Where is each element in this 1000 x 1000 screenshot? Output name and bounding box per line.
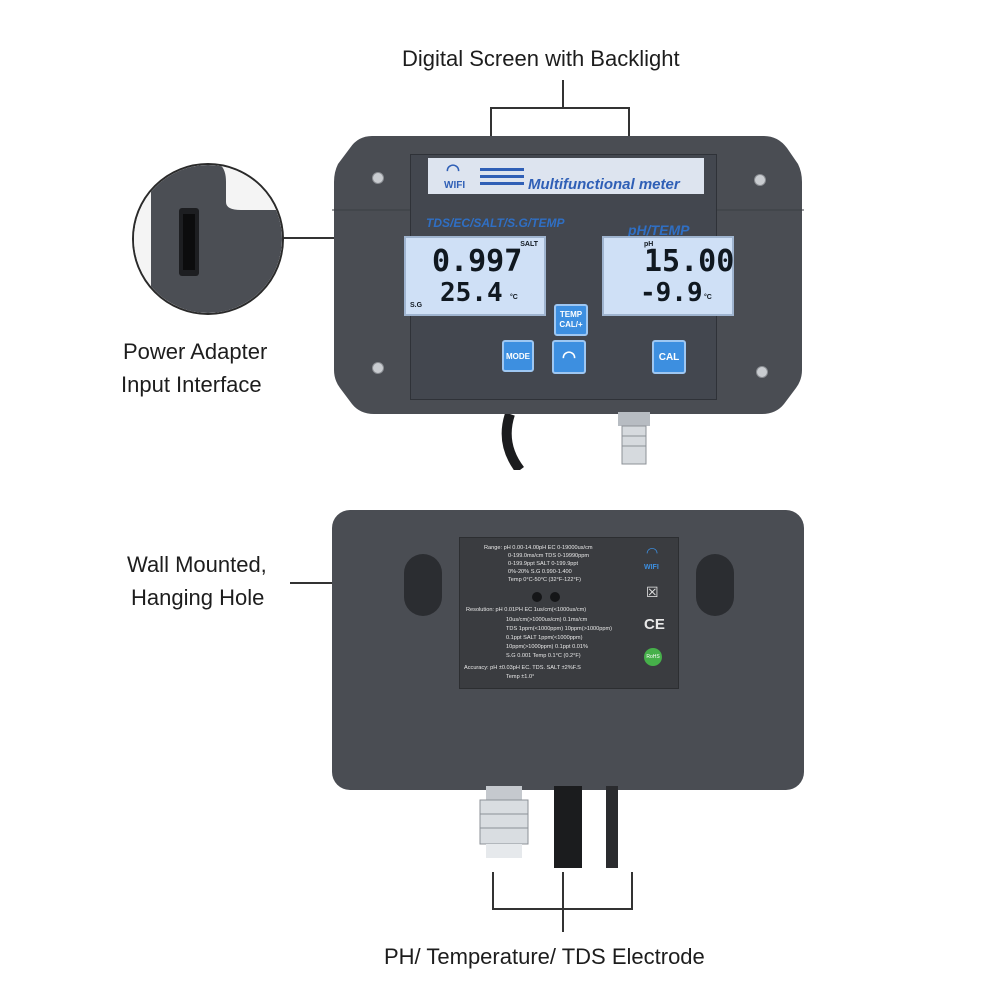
- wifi-button[interactable]: ◠: [552, 340, 586, 374]
- brand-stripes: [480, 168, 524, 186]
- left-lcd-value: 0.997: [432, 244, 523, 279]
- back-wifi-label: WIFI: [644, 564, 659, 571]
- callout-wall-1: Wall Mounted,: [127, 552, 267, 577]
- spec-line-0: Range: pH 0.00-14.00pH EC 0-19000us/cm: [484, 545, 593, 551]
- back-temp-probe-cable: [554, 786, 582, 868]
- front-cable: [501, 414, 525, 470]
- leader-electrode-left: [492, 872, 494, 910]
- hanging-hole-left: [404, 554, 442, 616]
- spec-line-7: TDS 1ppm(<1000ppm) 10ppm(>1000ppm): [506, 626, 613, 632]
- hanging-hole-right: [696, 554, 734, 616]
- leader-electrode-right: [631, 872, 633, 910]
- left-lcd-unit: SALT: [520, 241, 538, 248]
- back-power-cable: [606, 786, 618, 868]
- led-right: [550, 592, 560, 602]
- spec-line-2: 0-199.9ppt SALT 0-199.9ppt: [508, 561, 579, 567]
- left-lcd-corner: S.G: [410, 302, 423, 309]
- right-lcd-temp-unit: °C: [704, 294, 712, 301]
- temp-cal-button[interactable]: TEMP CAL/+: [554, 304, 588, 336]
- leader-screen-bar: [490, 107, 630, 109]
- leader-electrode-bar: [492, 908, 633, 910]
- spec-line-1: 0-199.0ms/cm TDS 0-19990ppm: [508, 553, 590, 559]
- temp-cal-label-1: TEMP: [559, 310, 583, 319]
- spec-line-12: Temp ±1.0°: [506, 674, 535, 680]
- cal-button[interactable]: CAL: [652, 340, 686, 374]
- led-left: [532, 592, 542, 602]
- weee-bin-icon: ☒: [646, 584, 659, 600]
- spec-line-9: 10ppm(>1000ppm) 0.1ppt 0.01%: [506, 644, 588, 650]
- leader-screen-stem: [562, 80, 564, 108]
- brand-name: Multifunctional meter: [528, 176, 680, 193]
- callout-electrode: PH/ Temperature/ TDS Electrode: [384, 944, 705, 969]
- spec-line-10: S.G 0.001 Temp 0.1°C (0.2°F): [506, 653, 581, 659]
- screw-top-left: [372, 172, 384, 184]
- wifi-icon: ◠: [562, 349, 576, 366]
- front-bnc-connector: [618, 412, 650, 465]
- right-lcd-value: 15.00: [644, 244, 735, 279]
- screw-bottom-left: [372, 362, 384, 374]
- left-lcd: SALT 0.997 25.4 °C S.G: [404, 236, 546, 316]
- mode-button[interactable]: MODE: [502, 340, 534, 372]
- right-lcd-temp: -9.9: [640, 278, 703, 308]
- callout-power-2: Input Interface: [121, 372, 262, 397]
- spec-line-3: 0%-20% S.G 0.990-1.400: [508, 569, 572, 575]
- mode-button-label: MODE: [506, 351, 530, 361]
- power-input-zoom: [132, 163, 284, 315]
- callout-power-1: Power Adapter: [123, 339, 268, 364]
- front-wifi-icon: ◠: [446, 162, 460, 179]
- meter-front: ◠ WIFI Multifunctional meter TDS/EC/SALT…: [332, 130, 804, 418]
- rohs-text: RoHS: [646, 654, 660, 660]
- callout-wall-2: Hanging Hole: [131, 585, 265, 610]
- spec-line-4: Temp 0°C-50°C (32°F-122°F): [508, 577, 581, 583]
- temp-cal-label-2: CAL/+: [559, 320, 583, 329]
- screw-bottom-right: [756, 366, 768, 378]
- meter-back: Range: pH 0.00-14.00pH EC 0-19000us/cm 0…: [332, 510, 804, 790]
- brand-bar: [428, 158, 704, 194]
- rohs-badge: RoHS: [644, 648, 662, 666]
- spec-line-5: Resolution: pH 0.01PH EC 1us/cm(<1000us/…: [466, 607, 587, 613]
- left-lcd-temp: 25.4: [440, 278, 503, 308]
- spec-label: Range: pH 0.00-14.00pH EC 0-19000us/cm 0…: [459, 537, 679, 689]
- spec-line-11: Accuracy: pH ±0.03pH EC. TDS. SALT ±2%F.…: [464, 665, 581, 671]
- back-wifi-icon: ◠: [646, 544, 659, 560]
- leader-power: [283, 237, 335, 239]
- screw-top-right: [754, 174, 766, 186]
- spec-line-8: 0.1ppt SALT 1ppm(<1000ppm): [506, 635, 583, 641]
- callout-screen: Digital Screen with Backlight: [402, 46, 680, 71]
- left-lcd-temp-unit: °C: [510, 294, 518, 301]
- leader-electrode-mid: [562, 872, 564, 932]
- cal-button-label: CAL: [658, 351, 680, 363]
- right-lcd-unit: pH: [644, 241, 654, 248]
- back-bnc-connector: [479, 786, 529, 858]
- spec-line-6: 10us/cm(>1000us/cm) 0.1ms/cm: [506, 617, 588, 623]
- front-wifi-label: WIFI: [444, 180, 466, 191]
- right-mode-label: pH/TEMP: [628, 222, 690, 238]
- right-lcd: pH 15.00 -9.9 °C: [602, 236, 734, 316]
- ce-mark: CE: [644, 616, 665, 633]
- left-mode-label: TDS/EC/SALT/S.G/TEMP: [426, 216, 565, 230]
